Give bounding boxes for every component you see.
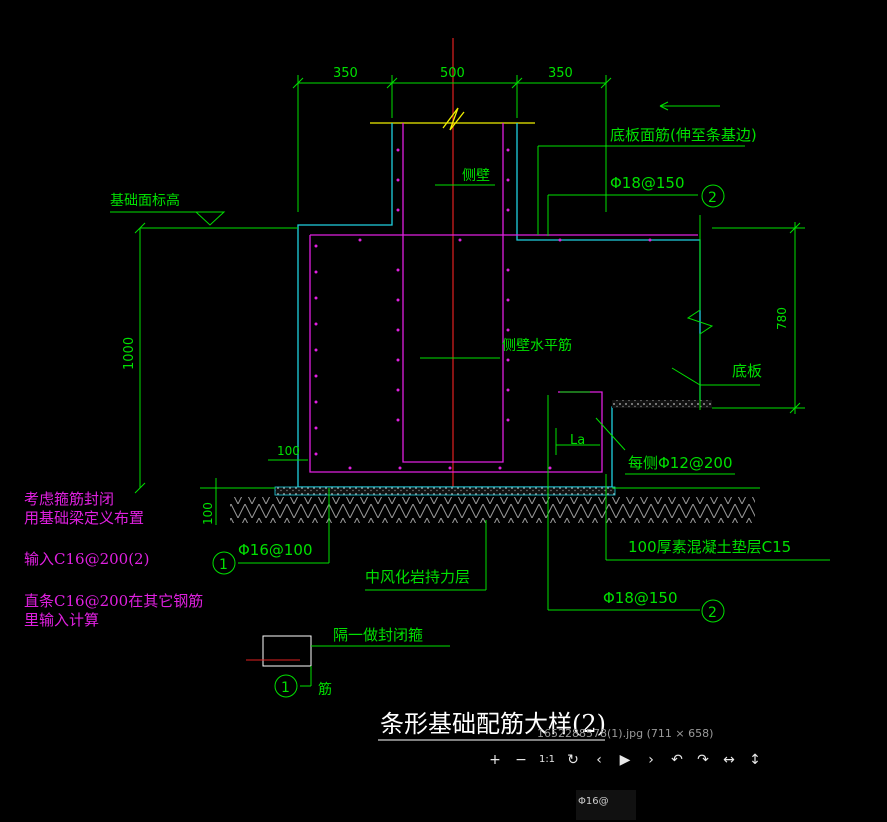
note-line-3: 输入C16@200(2) (24, 550, 150, 568)
concrete-cushion (274, 486, 616, 496)
minus-icon: − (515, 752, 527, 768)
chevron-left-icon: ‹ (596, 752, 602, 768)
dim-left: 350 (333, 66, 358, 81)
dim-center: 500 (440, 66, 465, 81)
label-side-horizontal: 侧壁水平筋 (502, 337, 572, 354)
right-slab-dimension (712, 222, 805, 414)
wall-break-line (370, 107, 535, 131)
label-slab-top-rebar: 底板面筋(伸至条基边) (610, 126, 757, 144)
rebar-dots (314, 148, 652, 470)
dim-anchor: La (570, 433, 585, 448)
viewer-toolbar: +−1:1 ↻ ‹ ▶ › ↶ ↷ ↔ ↕ (482, 750, 768, 770)
drawing-title: 条形基础配筋大样(2) (380, 710, 606, 738)
file-info: 1652288578(1).jpg (711 × 658) (537, 727, 714, 740)
label-each-side: 每侧Φ12@200 (628, 454, 733, 472)
zoom-in-button[interactable]: + (482, 750, 508, 770)
note-line-4: 直条C16@200在其它钢筋 (24, 592, 204, 610)
flip-horizontal-button[interactable]: ↔ (716, 750, 742, 770)
callout-2-bottom (701, 599, 725, 623)
one-to-one-icon: 1:1 (538, 754, 556, 765)
callout-1-bottom-text: 1 (219, 557, 228, 573)
stirrup-detail (246, 635, 450, 687)
refresh-icon: ↻ (567, 752, 579, 768)
dim-right: 350 (548, 66, 573, 81)
label-slab: 底板 (732, 362, 762, 380)
note-line-5: 里输入计算 (24, 611, 100, 629)
callout-1-stirrup (274, 674, 298, 698)
dim-cover: 100 (201, 502, 215, 525)
zoom-out-button[interactable]: − (508, 750, 534, 770)
label-rebar-bottom-right: Φ18@150 (603, 589, 678, 607)
flip-horizontal-icon: ↔ (723, 752, 735, 768)
reset-button[interactable]: ↻ (560, 750, 586, 770)
next-button[interactable]: › (638, 750, 664, 770)
slab-break-line (686, 215, 714, 410)
label-foundation-top: 基础面标高 (110, 192, 180, 209)
top-dimensions (292, 75, 612, 212)
concrete-outline (297, 123, 701, 488)
rotate-left-icon: ↶ (671, 752, 683, 768)
rotate-right-icon: ↷ (697, 752, 709, 768)
left-height-dimension (110, 211, 298, 494)
flip-vertical-button[interactable]: ↕ (742, 750, 768, 770)
callout-2-bottom-text: 2 (708, 605, 717, 621)
actual-size-button[interactable]: 1:1 (534, 750, 560, 770)
leader-lines (215, 101, 830, 611)
play-icon: ▶ (619, 752, 631, 768)
ground-hatch (230, 497, 755, 523)
callout-2-top-text: 2 (708, 190, 717, 206)
label-weathered-rock: 中风化岩持力层 (365, 568, 470, 586)
chevron-right-icon: › (648, 752, 654, 768)
thumbnail-label: Φ16@ (578, 796, 609, 807)
label-rebar-top: Φ18@150 (610, 174, 685, 192)
rotate-left-button[interactable]: ↶ (664, 750, 690, 770)
plus-icon: + (489, 752, 501, 768)
label-stirrup: 筋 (318, 681, 332, 698)
previous-button[interactable]: ‹ (586, 750, 612, 770)
callout-1-bottom (212, 551, 236, 575)
label-side-wall: 侧壁 (462, 168, 490, 184)
rotate-right-button[interactable]: ↷ (690, 750, 716, 770)
dim-height-slab: 780 (775, 307, 789, 330)
dim-height-total: 1000 (122, 337, 137, 370)
label-concrete-cushion: 100厚素混凝土垫层C15 (628, 538, 791, 556)
label-bottom-rebar: Φ16@100 (238, 541, 313, 559)
callout-1-stirrup-text: 1 (281, 680, 290, 696)
flip-vertical-icon: ↕ (749, 752, 761, 768)
thumbnail[interactable]: Φ16@ (576, 790, 636, 820)
label-closed-stirrup: 隔一做封闭箍 (333, 626, 423, 644)
callout-2-top (701, 184, 725, 208)
dim-pad: 100 (277, 444, 300, 458)
note-line-2: 用基础梁定义布置 (24, 509, 145, 527)
play-button[interactable]: ▶ (612, 750, 638, 770)
slab-cushion (612, 400, 712, 408)
note-line-1: 考虑箍筋封闭 (24, 490, 115, 508)
